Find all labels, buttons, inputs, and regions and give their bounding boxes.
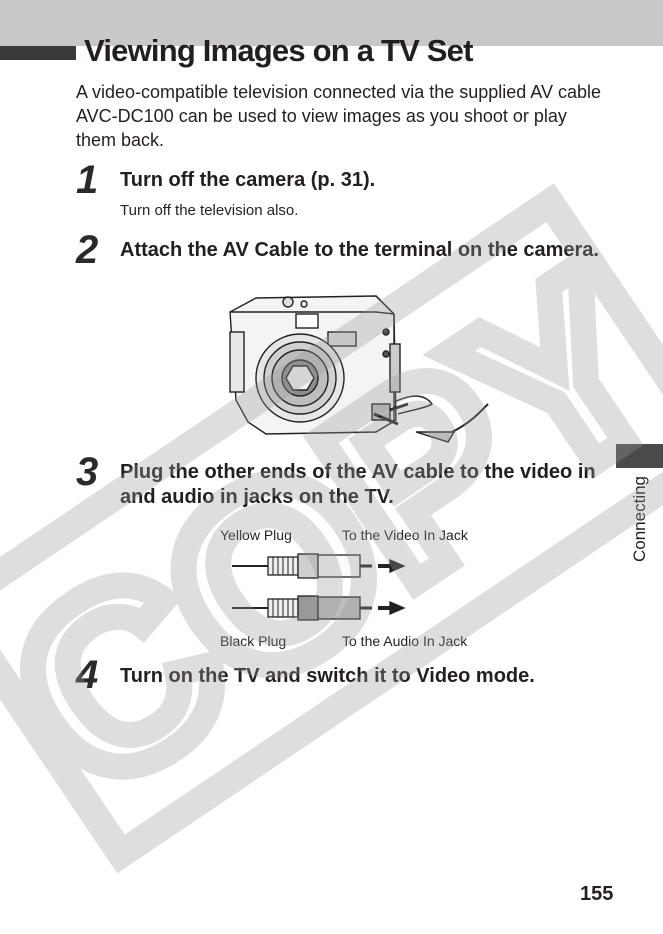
step-1-note: Turn off the television also. [120, 202, 299, 219]
page-number: 155 [580, 883, 614, 905]
yellow-plug-label: Yellow Plug [220, 527, 292, 543]
step-4-number: 4 [76, 653, 99, 697]
page-title: Viewing Images on a TV Set [84, 33, 473, 68]
section-tab-marker [616, 444, 663, 468]
step-4-heading: Turn on the TV and switch it to Video mo… [120, 665, 535, 687]
step-3-heading: Plug the other ends of the AV cable to t… [120, 461, 596, 508]
intro-paragraph: A video-compatible television connected … [76, 82, 601, 150]
step-1-number: 1 [76, 158, 99, 202]
step-1-heading: Turn off the camera (p. 31). [120, 169, 376, 191]
camera-illustration [229, 295, 489, 443]
av-plugs-illustration [232, 553, 406, 621]
title-band [0, 0, 663, 46]
step-3-number: 3 [76, 450, 99, 494]
video-jack-label: To the Video In Jack [342, 527, 468, 543]
title-accent-bar [0, 46, 76, 60]
black-plug-label: Black Plug [220, 633, 287, 649]
step-2-heading: Attach the AV Cable to the terminal on t… [120, 239, 599, 261]
section-tab-label: Connecting [630, 475, 649, 562]
step-2-number: 2 [76, 228, 99, 272]
audio-jack-label: To the Audio In Jack [342, 633, 468, 649]
